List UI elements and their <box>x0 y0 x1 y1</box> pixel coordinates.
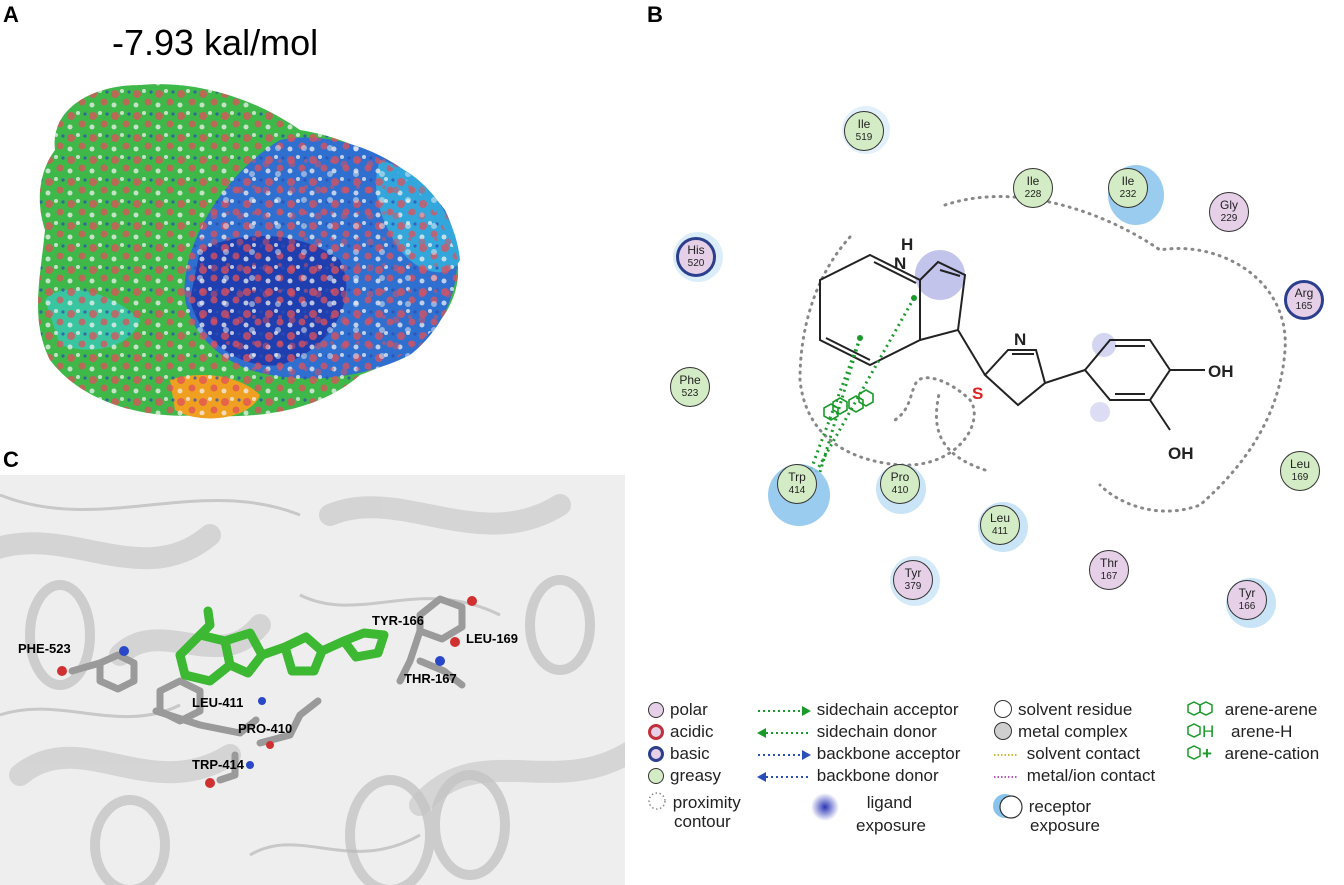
legend-greasy: greasy <box>648 766 721 786</box>
solvent-contact-line-icon <box>994 753 1018 756</box>
panel-a-protein-surface: -7.93 kal/mol <box>0 0 470 445</box>
sidechain-acceptor-arrow-icon <box>758 705 811 716</box>
legend-basic: basic <box>648 744 710 764</box>
legend-receptor-exposure-line2: exposure <box>1030 816 1100 835</box>
proximity-contour-icon <box>648 792 666 810</box>
legend-arene-h: H arene-H <box>1186 722 1292 742</box>
arene-cation-icon <box>1187 745 1201 760</box>
label-pro-410: PRO-410 <box>238 721 293 736</box>
legend-sidechain-acceptor: sidechain acceptor <box>756 700 959 720</box>
receptor-exposure-icon <box>993 794 1023 819</box>
legend-sidechain-donor: sidechain donor <box>756 722 937 742</box>
atom-h: H <box>901 235 914 254</box>
legend-backbone-donor: backbone donor <box>756 766 939 786</box>
panel-b-letter: B <box>647 2 663 27</box>
legend-proximity-contour: proximity <box>646 790 741 813</box>
arene-h-icon <box>1187 723 1201 738</box>
binding-energy-label: -7.93 kal/mol <box>112 22 319 63</box>
interaction-legend: polar acidic basic greasy proximity cont… <box>646 698 1344 878</box>
legend-metal-complex: metal complex <box>994 722 1128 742</box>
legend-solvent-residue: solvent residue <box>994 700 1132 720</box>
atom-oh-1: OH <box>1208 362 1234 381</box>
legend-backbone-acceptor: backbone acceptor <box>756 744 960 764</box>
legend-polar: polar <box>648 700 708 720</box>
legend-arene-arene: arene-arene <box>1186 700 1317 720</box>
ligand-exposure-icon <box>811 793 839 821</box>
panel-a-letter: A <box>3 2 19 27</box>
label-trp-414: TRP-414 <box>192 757 245 772</box>
label-leu-169: LEU-169 <box>466 631 519 646</box>
label-thr-167: THR-167 <box>404 671 457 686</box>
label-phe-523: PHE-523 <box>18 641 71 656</box>
arene-arene-icon <box>1187 701 1213 716</box>
ligand-2d-structure <box>798 195 1287 513</box>
panel-c-letter: C <box>3 447 19 472</box>
legend-ligand-exposure-line2: exposure <box>856 816 926 835</box>
legend-proximity-contour-line2: contour <box>674 812 731 831</box>
atom-s: S <box>972 384 984 403</box>
panel-c-binding-pocket: PHE-523 LEU-411 PRO-410 TRP-414 TYR-166 … <box>0 475 625 885</box>
atom-n-thiazole: N <box>1014 330 1027 349</box>
legend-metal-ion-contact: metal/ion contact <box>994 766 1155 786</box>
legend-receptor-exposure: receptor <box>992 792 1091 822</box>
backbone-acceptor-arrow-icon <box>758 749 811 760</box>
backbone-donor-arrow-icon <box>757 771 810 782</box>
legend-acidic: acidic <box>648 722 713 742</box>
atom-n-indole: N <box>894 254 907 273</box>
legend-solvent-contact: solvent contact <box>994 744 1140 764</box>
atom-oh-2: OH <box>1168 444 1194 463</box>
label-leu-411: LEU-411 <box>192 695 244 710</box>
metal-contact-line-icon <box>994 775 1018 778</box>
sidechain-donor-arrow-icon <box>757 727 810 738</box>
legend-ligand-exposure: ligand <box>810 792 912 822</box>
legend-arene-cation: + arene-cation <box>1186 744 1319 764</box>
protein-surface-image <box>38 84 460 419</box>
label-tyr-166: TYR-166 <box>372 613 425 628</box>
binding-pocket-render <box>0 493 625 885</box>
